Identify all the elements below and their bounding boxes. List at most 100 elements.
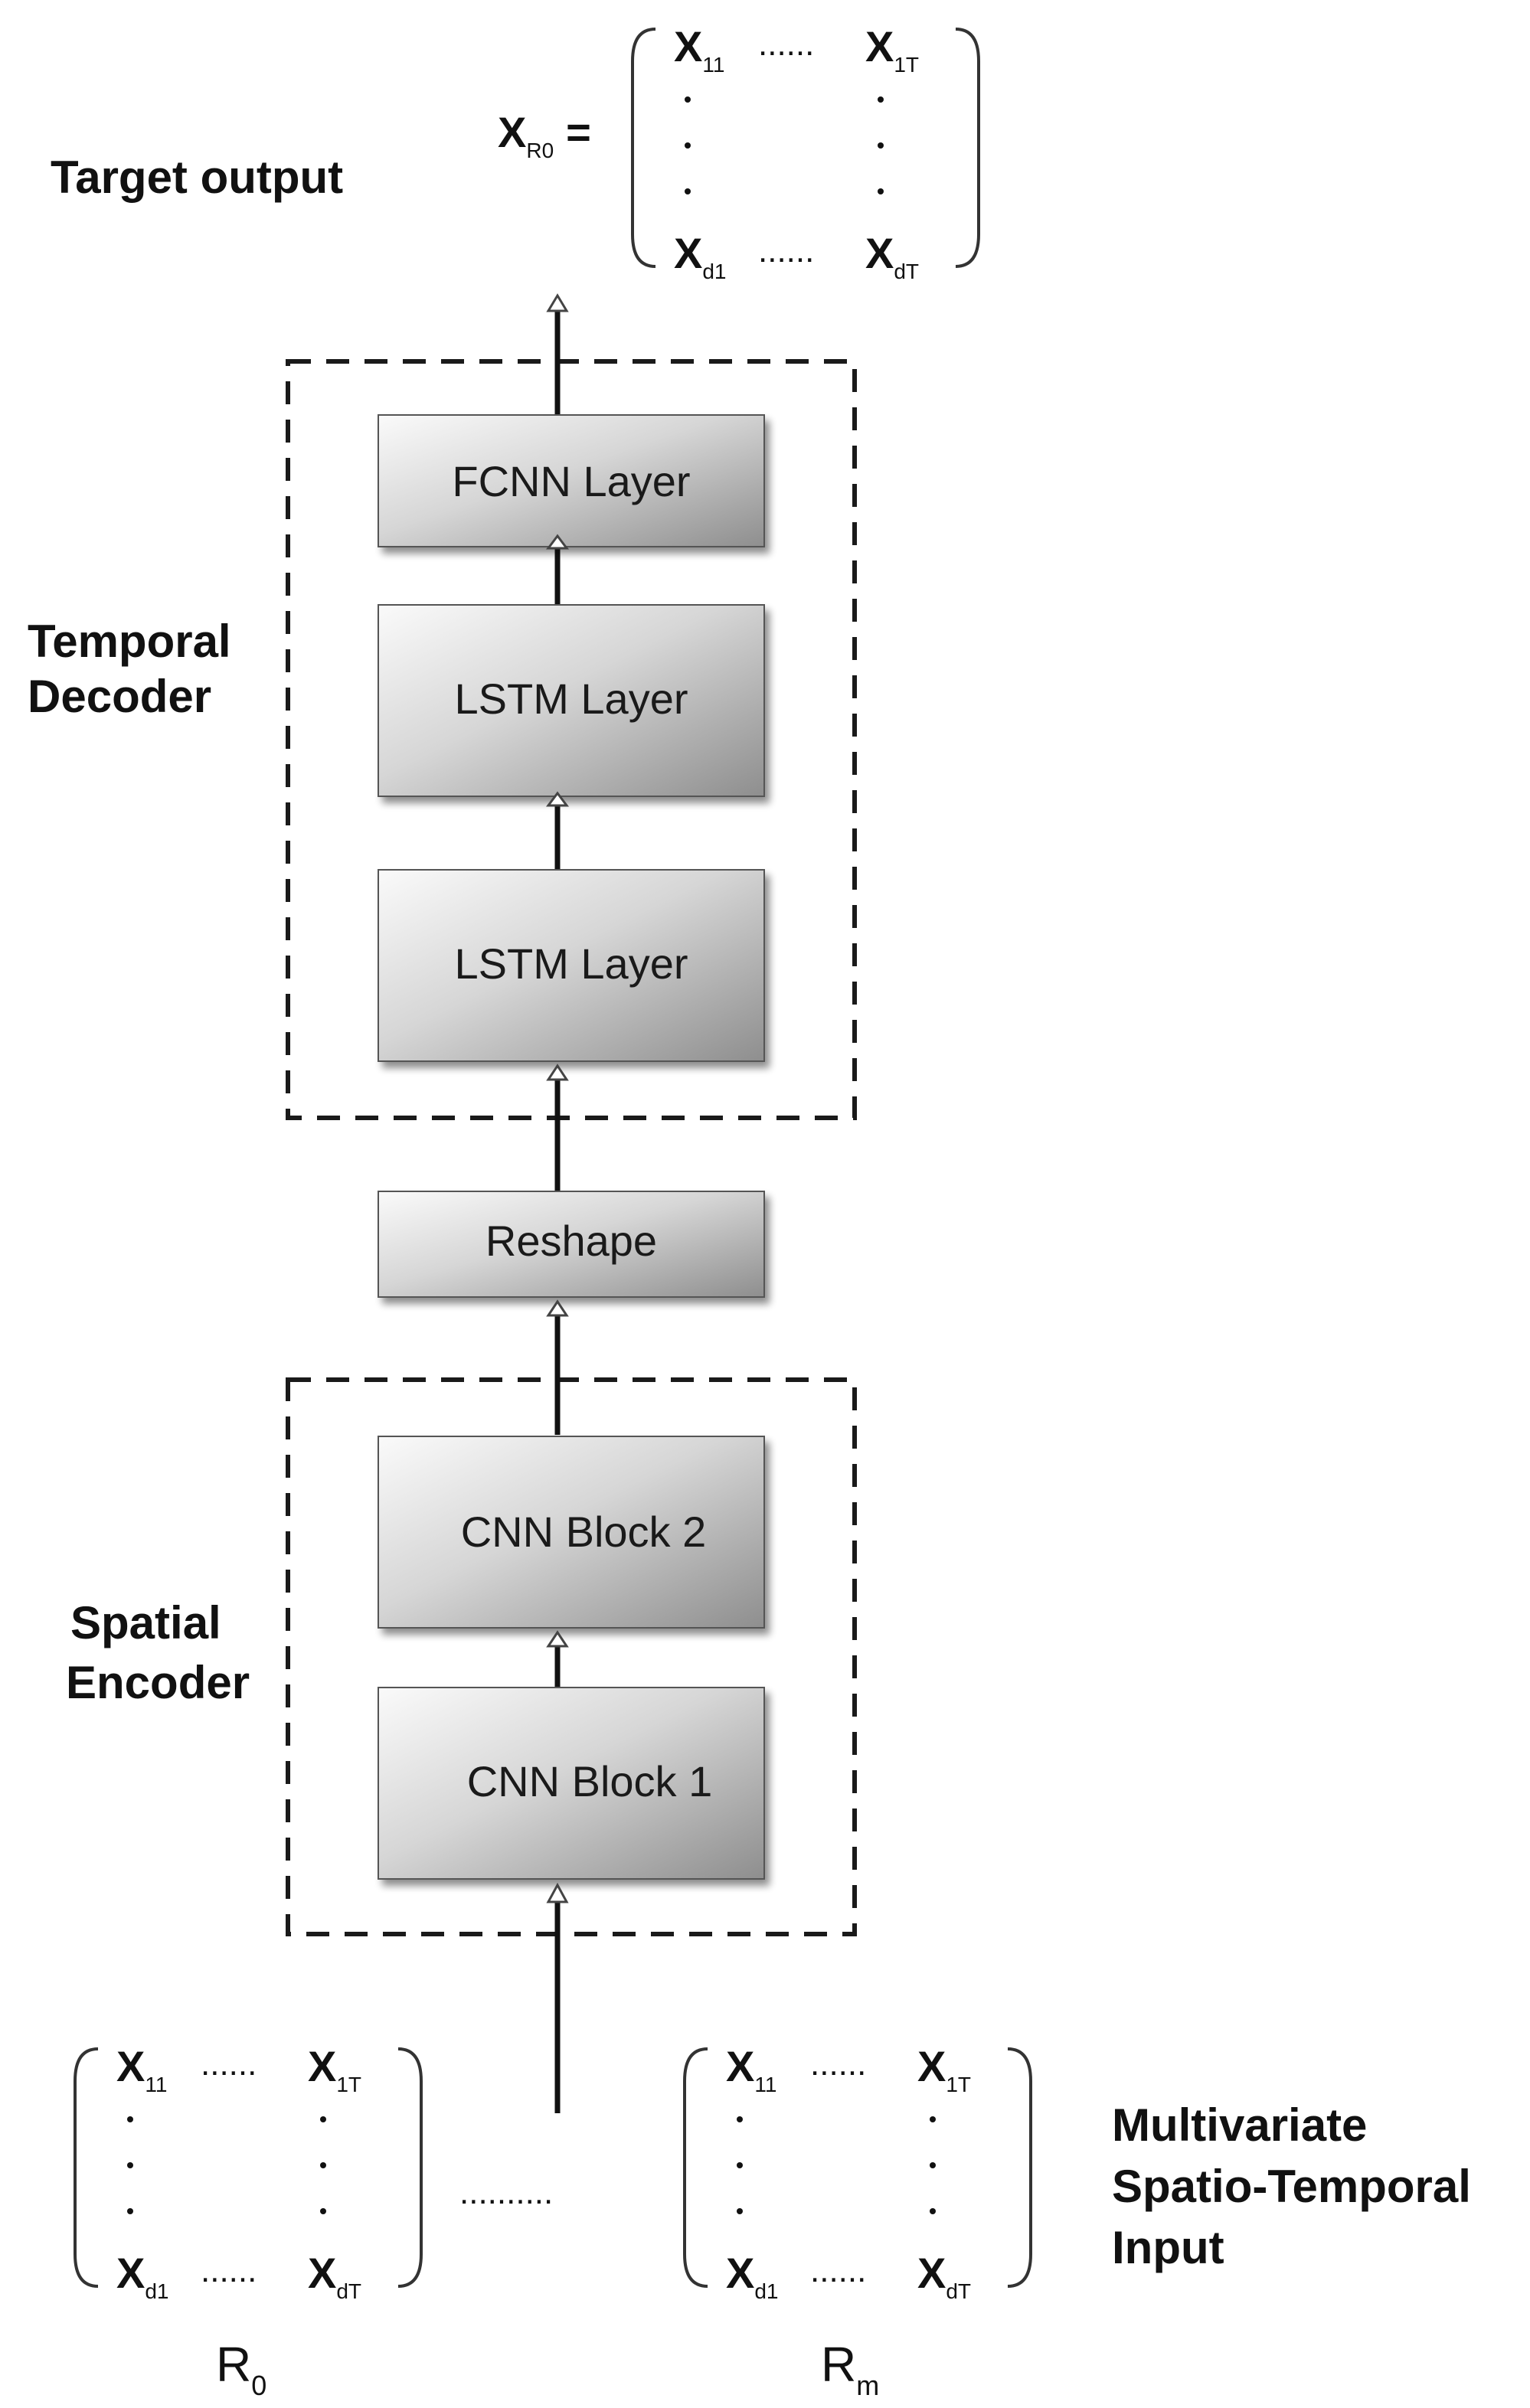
- matrix-top-ellipsis: ......: [201, 2045, 257, 2083]
- temporal-decoder-label-line2: Decoder: [28, 671, 211, 722]
- matrix-entry-top-left-symbol: X: [674, 22, 702, 70]
- matrix-entry-top-right-symbol: X: [308, 2042, 336, 2090]
- matrix-left-vdot: [685, 96, 691, 103]
- matrix-entry-top-right: X1T: [308, 2042, 361, 2096]
- matrix-entry-bottom-right-subscript: dT: [894, 260, 919, 283]
- matrix-left-bracket: [683, 2047, 708, 2288]
- matrix-right-vdot: [930, 2208, 936, 2214]
- matrix-entry-top-left: X11: [116, 2042, 167, 2096]
- output-equals: =: [566, 108, 591, 156]
- matrix-right-bracket: [955, 28, 980, 268]
- arrowhead-reshape: [546, 1299, 569, 1317]
- matrix-entry-bottom-left: Xd1: [726, 2249, 779, 2303]
- matrix-left-vdot: [685, 142, 691, 149]
- matrix-left-vdot: [737, 2162, 743, 2168]
- matrix-entry-top-left-subscript: 11: [145, 2073, 167, 2096]
- matrix-entry-bottom-right: XdT: [917, 2249, 971, 2303]
- spatial-encoder-label-line2: Encoder: [66, 1657, 250, 1708]
- matrix-entry-bottom-left-symbol: X: [674, 229, 702, 277]
- matrix-right-bracket: [1007, 2047, 1032, 2288]
- matrix-entry-top-right-symbol: X: [865, 22, 894, 70]
- matrix-entry-top-left: X11: [726, 2042, 776, 2096]
- arrowhead-lstm2: [546, 791, 569, 807]
- lstm-layer-2-label: LSTM Layer: [455, 675, 688, 723]
- input-label-line2: Spatio-Temporal: [1112, 2161, 1471, 2212]
- matrix-left-vdot: [737, 2116, 743, 2122]
- matrix-right-vdot: [878, 142, 884, 149]
- matrix-entry-top-right-subscript: 1T: [336, 2073, 361, 2096]
- matrix-bottom-ellipsis: ......: [758, 232, 814, 270]
- matrix-entry-bottom-right-symbol: X: [865, 229, 894, 277]
- cnn-block-1-label: CNN Block 1: [467, 1757, 713, 1805]
- matrix-entry-bottom-right-symbol: X: [308, 2249, 336, 2297]
- input-label-line3: Input: [1112, 2222, 1224, 2273]
- matrix-top-ellipsis: ......: [758, 25, 814, 63]
- matrix-entry-bottom-right-symbol: X: [917, 2249, 946, 2297]
- output-symbol: XR0 =: [498, 108, 591, 162]
- lstm-layer-1-label: LSTM Layer: [455, 939, 688, 988]
- matrix-right-vdot: [878, 188, 884, 194]
- matrix-right-vdot: [878, 96, 884, 103]
- cnn-block-2-label: CNN Block 2: [461, 1508, 707, 1556]
- spatial-encoder-group: [286, 1377, 857, 1936]
- arrowhead-output: [546, 293, 569, 312]
- input-rm-symbol: R: [821, 2337, 856, 2392]
- matrix-entry-bottom-left-subscript: d1: [702, 260, 726, 283]
- matrix-entry-top-left-symbol: X: [116, 2042, 145, 2090]
- fcnn-layer-box: [378, 414, 765, 547]
- temporal-decoder-group: [286, 359, 857, 1120]
- matrix-left-vdot: [127, 2208, 133, 2214]
- matrix-left-vdot: [127, 2116, 133, 2122]
- matrix-entry-bottom-left: Xd1: [674, 229, 727, 283]
- arrowhead-fcnn: [546, 534, 569, 550]
- matrix-entry-top-right: X1T: [865, 22, 919, 77]
- matrix-right-vdot: [930, 2162, 936, 2168]
- output-symbol-letter: X: [498, 108, 526, 156]
- reshape-box: [378, 1191, 765, 1298]
- matrix-entry-top-right-subscript: 1T: [894, 53, 919, 77]
- spatial-encoder-label-line1: Spatial: [70, 1597, 221, 1648]
- arrowhead-cnn2: [546, 1630, 569, 1648]
- input-rm-label: Rm: [821, 2337, 879, 2401]
- matrix-entry-bottom-right: XdT: [865, 229, 919, 283]
- matrix-right-vdot: [320, 2162, 326, 2168]
- matrix-bottom-ellipsis: ......: [201, 2252, 257, 2289]
- matrix-left-bracket: [74, 2047, 99, 2288]
- matrix-entry-bottom-left-symbol: X: [116, 2249, 145, 2297]
- matrix-top-ellipsis: ......: [810, 2045, 866, 2083]
- matrix-entry-top-right: X1T: [917, 2042, 971, 2096]
- output-symbol-subscript: R0: [526, 139, 554, 162]
- matrix-entry-top-left: X11: [674, 22, 724, 77]
- matrix-entry-top-left-subscript: 11: [702, 53, 724, 77]
- matrix-entry-bottom-right-subscript: dT: [336, 2279, 361, 2303]
- matrix-entry-bottom-left-subscript: d1: [145, 2279, 168, 2303]
- reshape-label: Reshape: [485, 1217, 657, 1265]
- matrix-left-vdot: [685, 188, 691, 194]
- input-rm-subscript: m: [856, 2370, 879, 2401]
- fcnn-layer-label: FCNN Layer: [452, 457, 690, 505]
- cnn-block-1-box: [378, 1687, 765, 1880]
- matrix-right-bracket: [397, 2047, 423, 2288]
- arrow-heads: [546, 293, 569, 1903]
- matrix-right-vdot: [930, 2116, 936, 2122]
- input-r0-subscript: 0: [251, 2370, 266, 2401]
- matrix-left-bracket: [631, 28, 656, 268]
- matrix-left-vdot: [737, 2208, 743, 2214]
- matrix-entry-bottom-left-symbol: X: [726, 2249, 754, 2297]
- matrix-entry-top-left-symbol: X: [726, 2042, 754, 2090]
- lstm-layer-1-box: [378, 869, 765, 1062]
- temporal-decoder-label-line1: Temporal: [28, 616, 231, 667]
- matrix-entry-bottom-right-subscript: dT: [946, 2279, 971, 2303]
- matrix-entry-top-left-subscript: 11: [754, 2073, 776, 2096]
- matrix-entry-bottom-left-subscript: d1: [754, 2279, 778, 2303]
- matrix-bottom-ellipsis: ......: [810, 2252, 866, 2289]
- input-r0-label: R0: [216, 2337, 266, 2401]
- matrix-entry-top-right-subscript: 1T: [946, 2073, 971, 2096]
- input-r0-symbol: R: [216, 2337, 251, 2392]
- matrix-entry-bottom-left: Xd1: [116, 2249, 169, 2303]
- matrix-entry-top-right-symbol: X: [917, 2042, 946, 2090]
